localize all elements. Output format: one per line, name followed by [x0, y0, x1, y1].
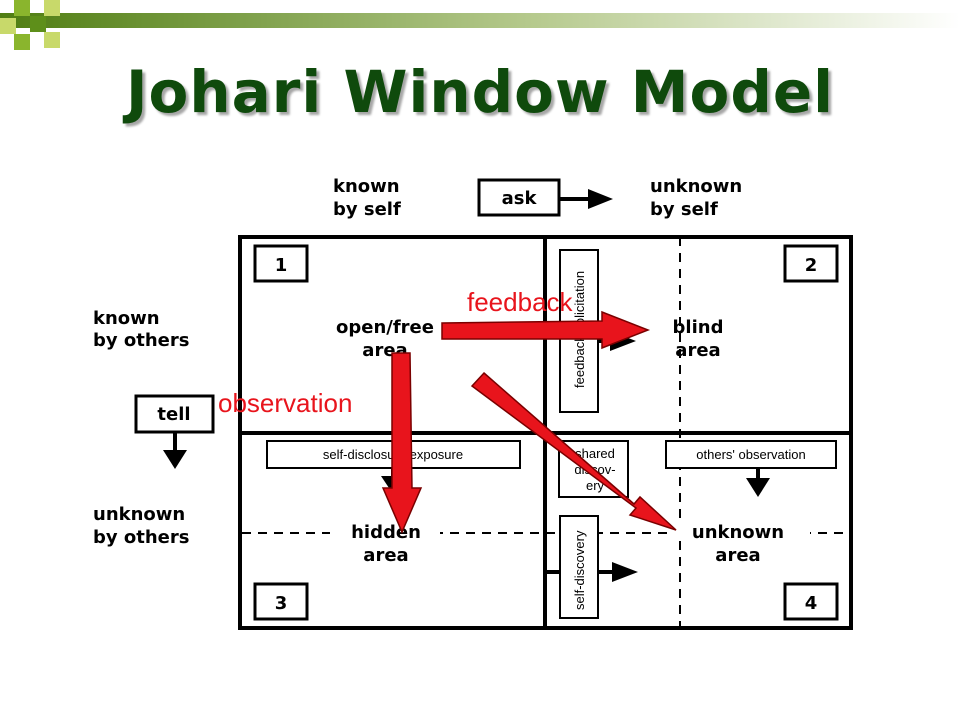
others-observation-box [665, 440, 837, 469]
row-header-unknown-by-others-line2: by others [93, 527, 189, 548]
others-observation-arrow-head [746, 478, 770, 497]
observation-red-arrow [381, 352, 423, 534]
col-header-known-by-self-line2: by self [333, 199, 401, 220]
self-discovery-box [559, 515, 599, 619]
feedback-red-arrow [441, 310, 651, 350]
quadrant-2-number: 2 [805, 255, 818, 276]
quadrant-4-number-box [783, 582, 839, 621]
quadrant-3-label-line2: area [363, 545, 408, 566]
col-header-known-by-self-line1: known [333, 176, 400, 197]
ask-label: ask [502, 188, 538, 209]
quadrant-3-number: 3 [275, 593, 288, 614]
slide-title: Johari Window Model [125, 58, 835, 126]
row-header-known-by-others-line1: known [93, 308, 160, 329]
observation-annotation: observation [218, 388, 352, 418]
col-header-unknown-by-self-line2: by self [650, 199, 718, 220]
quadrant-2-label-line2: area [675, 340, 720, 361]
col-header-unknown-by-self-line1: unknown [650, 176, 742, 197]
feedback-annotation: feedback [467, 287, 574, 317]
top-decoration-bar [0, 0, 960, 50]
quadrant-1-number: 1 [275, 255, 288, 276]
others-observation-label: others' observation [696, 447, 805, 462]
shared-discovery-label-line1: shared [575, 446, 615, 461]
ask-arrow-head [588, 189, 613, 209]
quadrant-3-label-line1: hidden [351, 522, 421, 543]
discovery-red-arrow [470, 371, 677, 531]
quadrant-1-label-line1: open/free [336, 317, 434, 338]
quadrant-4-number: 4 [805, 593, 818, 614]
tell-arrow-head [163, 450, 187, 469]
row-header-known-by-others-line2: by others [93, 330, 189, 351]
quadrant-4-label-line1: unknown [692, 522, 784, 543]
tell-label: tell [157, 404, 190, 425]
quadrant-1-number-box [253, 244, 309, 283]
self-discovery-arrow-head [612, 562, 638, 582]
quadrant-3-number-box [253, 582, 309, 621]
quadrant-4-label-mask [672, 520, 810, 540]
quadrant-2-number-box [783, 244, 839, 283]
quadrant-2-label-line1: blind [673, 317, 724, 338]
quadrant-4-label-line2: area [715, 545, 760, 566]
row-header-unknown-by-others-line1: unknown [93, 504, 185, 525]
quadrant-3-label-mask [330, 520, 440, 540]
self-discovery-label: self-discovery [572, 530, 587, 610]
